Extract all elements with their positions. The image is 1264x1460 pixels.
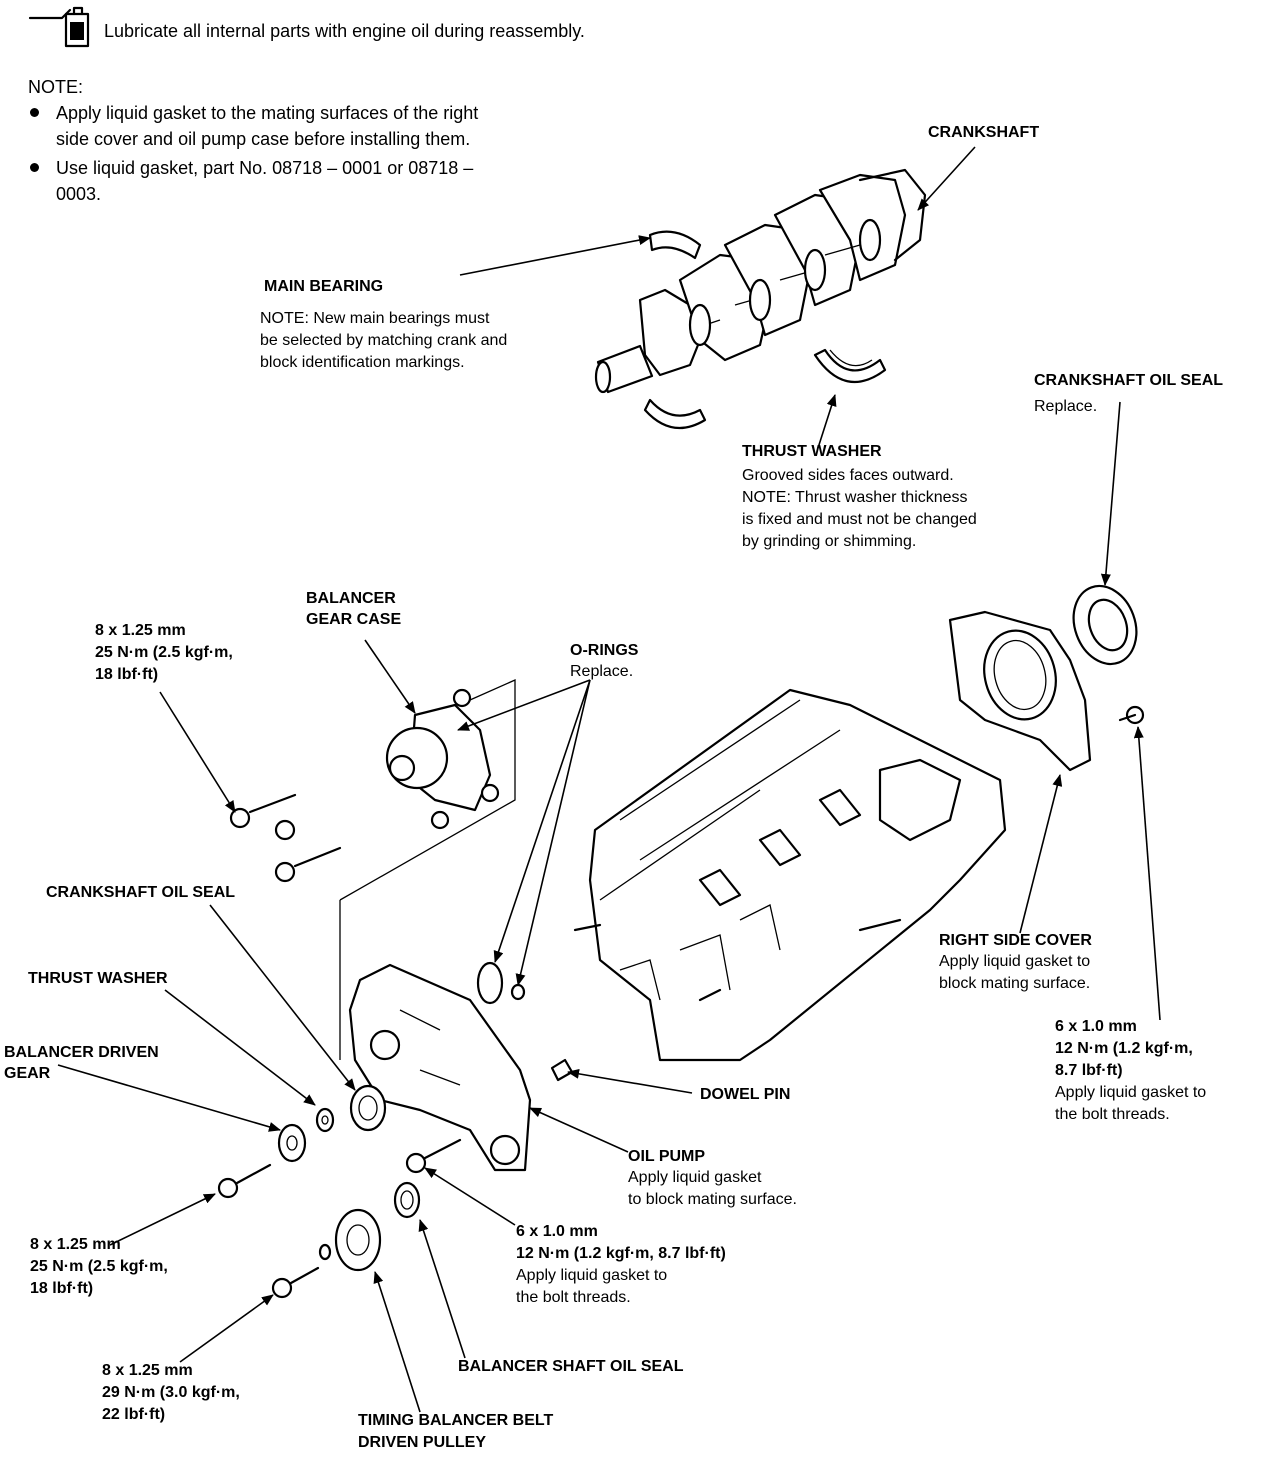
o-rings-part (476, 961, 526, 1005)
oil-pump-part (339, 678, 532, 1172)
balancer-driven-gear-part (277, 1123, 307, 1163)
timing-balancer-driven-pulley-part (318, 1208, 382, 1272)
leader-lines (57, 146, 1161, 1413)
bolt-note-line: the bolt threads. (1055, 1106, 1170, 1123)
bolt-spec-line: 12 N·m (1.2 kgf·m, 8.7 lbf·ft) (516, 1245, 726, 1262)
bullet-dot (30, 163, 39, 172)
balancer-gear-case-part (385, 688, 500, 830)
bolt-spec-line: 25 N·m (2.5 kgf·m, (95, 644, 233, 661)
thrust-washer-left-part (315, 1107, 335, 1133)
bolt-spec-line: 25 N·m (2.5 kgf·m, (30, 1258, 168, 1275)
crankshaft-label: CRANKSHAFT (928, 124, 1040, 141)
right-side-cover-note-line: block mating surface. (939, 975, 1091, 992)
o-rings-note: Replace. (570, 663, 634, 680)
pulley-bolt-part (271, 1266, 320, 1299)
crankshaft-oil-seal-left-part (349, 1084, 387, 1132)
lubricate-note: Lubricate all internal parts with engine… (104, 21, 585, 41)
balancer-gear-case-label: BALANCER (306, 590, 396, 607)
driven-gear-bolt-part (217, 1163, 272, 1199)
bullet-dot (30, 108, 39, 117)
bolt-spec-line: 22 lbf·ft) (102, 1406, 166, 1423)
crankshaft-oil-seal-left-label: CRANKSHAFT OIL SEAL (46, 884, 236, 901)
thrust-washer-top-note-line: by grinding or shimming. (742, 533, 917, 550)
main-bearing-label: MAIN BEARING (264, 278, 384, 295)
note-bullet-2-line-2: 0003. (56, 184, 102, 204)
timing-pulley-label: DRIVEN PULLEY (358, 1434, 487, 1451)
thrust-washer-top-label: THRUST WASHER (742, 443, 882, 460)
thrust-washer-top-note-line: is fixed and must not be changed (742, 511, 977, 528)
bolt-spec-line: 8 x 1.25 mm (30, 1236, 121, 1253)
main-bearing-note-line: NOTE: New main bearings must (260, 310, 490, 327)
bolt-spec-line: 6 x 1.0 mm (516, 1223, 598, 1240)
oil-pump-bolt-part (405, 1138, 462, 1174)
right-side-cover-part (948, 610, 1145, 772)
oil-can-icon (28, 6, 90, 48)
balancer-gear-case-label: GEAR CASE (306, 611, 402, 628)
note-heading: NOTE: (28, 77, 84, 97)
dowel-pin-label: DOWEL PIN (700, 1086, 791, 1103)
right-side-cover-label: RIGHT SIDE COVER (939, 932, 1092, 949)
thrust-washer-top-note-line: NOTE: Thrust washer thickness (742, 489, 968, 506)
crankshaft-oil-seal-right-part (1072, 584, 1138, 666)
balancer-driven-gear-label: BALANCER DRIVEN (4, 1044, 159, 1061)
thrust-washer-part (813, 348, 887, 384)
balancer-driven-gear-label: GEAR (4, 1065, 51, 1082)
oil-pump-label: OIL PUMP (628, 1148, 706, 1165)
crankshaft-oil-seal-right-label: CRANKSHAFT OIL SEAL (1034, 372, 1224, 389)
bolt-note-line: Apply liquid gasket to (516, 1267, 668, 1284)
bolt-spec-line: 6 x 1.0 mm (1055, 1018, 1137, 1035)
bolt-spec-line: 8 x 1.25 mm (102, 1362, 193, 1379)
bolt-spec-line: 8 x 1.25 mm (95, 622, 186, 639)
bolt-spec-line: 8.7 lbf·ft) (1055, 1062, 1123, 1079)
note-bullet-1-line-2: side cover and oil pump case before inst… (56, 129, 471, 149)
right-side-cover-note-line: Apply liquid gasket to (939, 953, 1091, 970)
main-bearing-part (643, 230, 707, 430)
bolt-spec-line: 12 N·m (1.2 kgf·m, (1055, 1040, 1193, 1057)
main-bearing-note-line: be selected by matching crank and (260, 332, 508, 349)
crankshaft-part (594, 168, 927, 394)
balancer-shaft-oil-seal-part (393, 1181, 421, 1219)
thrust-washer-left-label: THRUST WASHER (28, 970, 168, 987)
oil-pump-note-line: to block mating surface. (628, 1191, 797, 1208)
note-bullet-2-line-1: Use liquid gasket, part No. 08718 – 0001… (56, 158, 474, 178)
dowel-pin-part (550, 1058, 574, 1082)
crankshaft-oil-seal-right-note: Replace. (1034, 398, 1098, 415)
bolt-spec-line: 18 lbf·ft) (95, 666, 159, 683)
engine-block-part (573, 688, 1007, 1062)
o-rings-label: O-RINGS (570, 642, 639, 659)
bolt-spec-line: 18 lbf·ft) (30, 1280, 94, 1297)
bolt-spec-line: 29 N·m (3.0 kgf·m, (102, 1384, 240, 1401)
timing-pulley-label: TIMING BALANCER BELT (358, 1412, 554, 1429)
gear-case-bolts-part (229, 793, 342, 883)
bolt-note-line: the bolt threads. (516, 1289, 631, 1306)
bolt-note-line: Apply liquid gasket to (1055, 1084, 1207, 1101)
balancer-shaft-oil-seal-label: BALANCER SHAFT OIL SEAL (458, 1358, 684, 1375)
thrust-washer-top-note-line: Grooved sides faces outward. (742, 467, 954, 484)
oil-pump-note-line: Apply liquid gasket (628, 1169, 762, 1186)
note-bullet-1-line-1: Apply liquid gasket to the mating surfac… (56, 103, 479, 123)
main-bearing-note-line: block identification markings. (260, 354, 465, 371)
